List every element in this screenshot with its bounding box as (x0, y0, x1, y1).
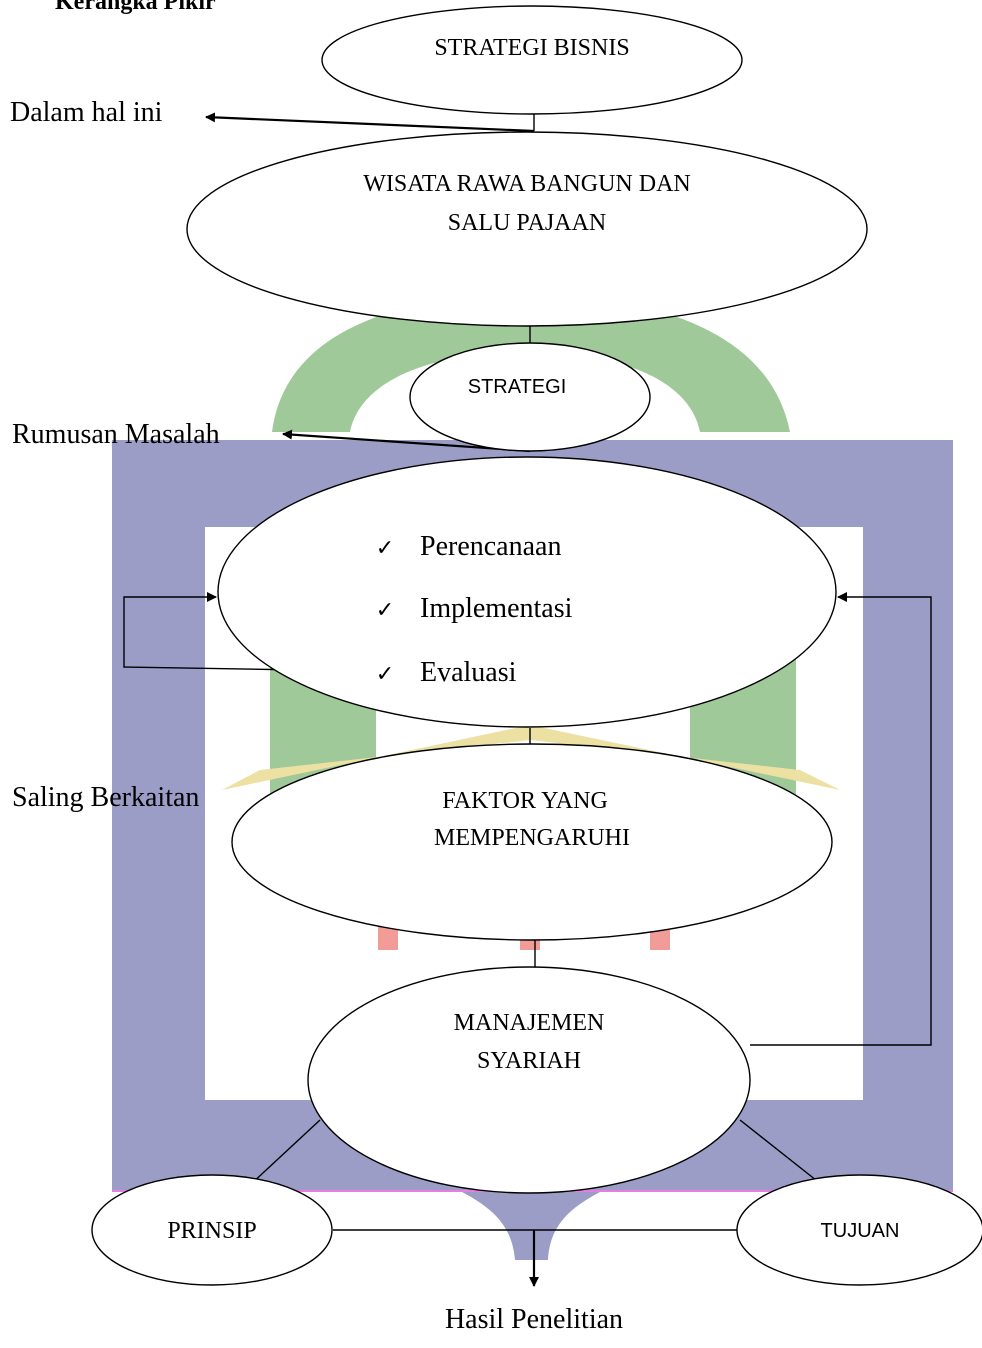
loop-right (750, 592, 932, 1046)
process-item-evaluasi: Evaluasi (420, 657, 517, 688)
watermark-arch (272, 295, 790, 432)
label-hasil-penelitian: Hasil Penelitian (445, 1304, 623, 1335)
node-prinsip: PRINSIP (91, 1174, 333, 1286)
node-strategi-label: STRATEGI (468, 376, 567, 398)
check-icon: ✓ (376, 661, 394, 686)
node-manajemen: MANAJEMEN SYARIAH (307, 966, 751, 1194)
edge-manajemen-prinsip (249, 1119, 321, 1186)
check-icon: ✓ (376, 535, 394, 560)
node-wisata-line2: SALU PAJAAN (448, 210, 606, 236)
node-prinsip-label: PRINSIP (167, 1218, 256, 1244)
label-rumusan-masalah: Rumusan Masalah (12, 419, 220, 450)
node-strategi: STRATEGI (409, 342, 651, 452)
node-manajemen-line1: MANAJEMEN (454, 1010, 605, 1036)
watermark-roof (222, 725, 840, 790)
arrow-dalam-hal-ini (205, 112, 535, 133)
header-fragment: Kerangka Pikir (55, 0, 216, 15)
loop-left (123, 592, 302, 671)
watermark-funnel (462, 1192, 600, 1260)
node-wisata: WISATA RAWA BANGUN DAN SALU PAJAAN (186, 131, 868, 327)
label-dalam-hal-ini: Dalam hal ini (10, 97, 163, 128)
node-faktor-line2: MEMPENGARUHI (434, 825, 630, 851)
node-tujuan: TUJUAN (736, 1174, 982, 1286)
edge-manajemen-tujuan (739, 1119, 827, 1189)
watermark-frame (112, 440, 953, 1190)
node-strategi-bisnis: STRATEGI BISNIS (321, 5, 743, 115)
node-tujuan-label: TUJUAN (821, 1220, 900, 1242)
node-faktor-line1: FAKTOR YANG (442, 788, 608, 814)
label-saling-berkaitan: Saling Berkaitan (12, 782, 199, 813)
node-faktor: FAKTOR YANG MEMPENGARUHI (231, 743, 833, 941)
node-wisata-line1: WISATA RAWA BANGUN DAN (363, 171, 691, 197)
node-manajemen-line2: SYARIAH (477, 1048, 581, 1074)
node-strategi-bisnis-label: STRATEGI BISNIS (434, 35, 629, 61)
node-process: ✓ Perencanaan ✓ Implementasi ✓ Evaluasi (217, 456, 837, 728)
check-icon: ✓ (376, 597, 394, 622)
connectors (123, 112, 932, 1287)
process-item-implementasi: Implementasi (420, 593, 573, 624)
process-item-perencanaan: Perencanaan (420, 531, 561, 562)
